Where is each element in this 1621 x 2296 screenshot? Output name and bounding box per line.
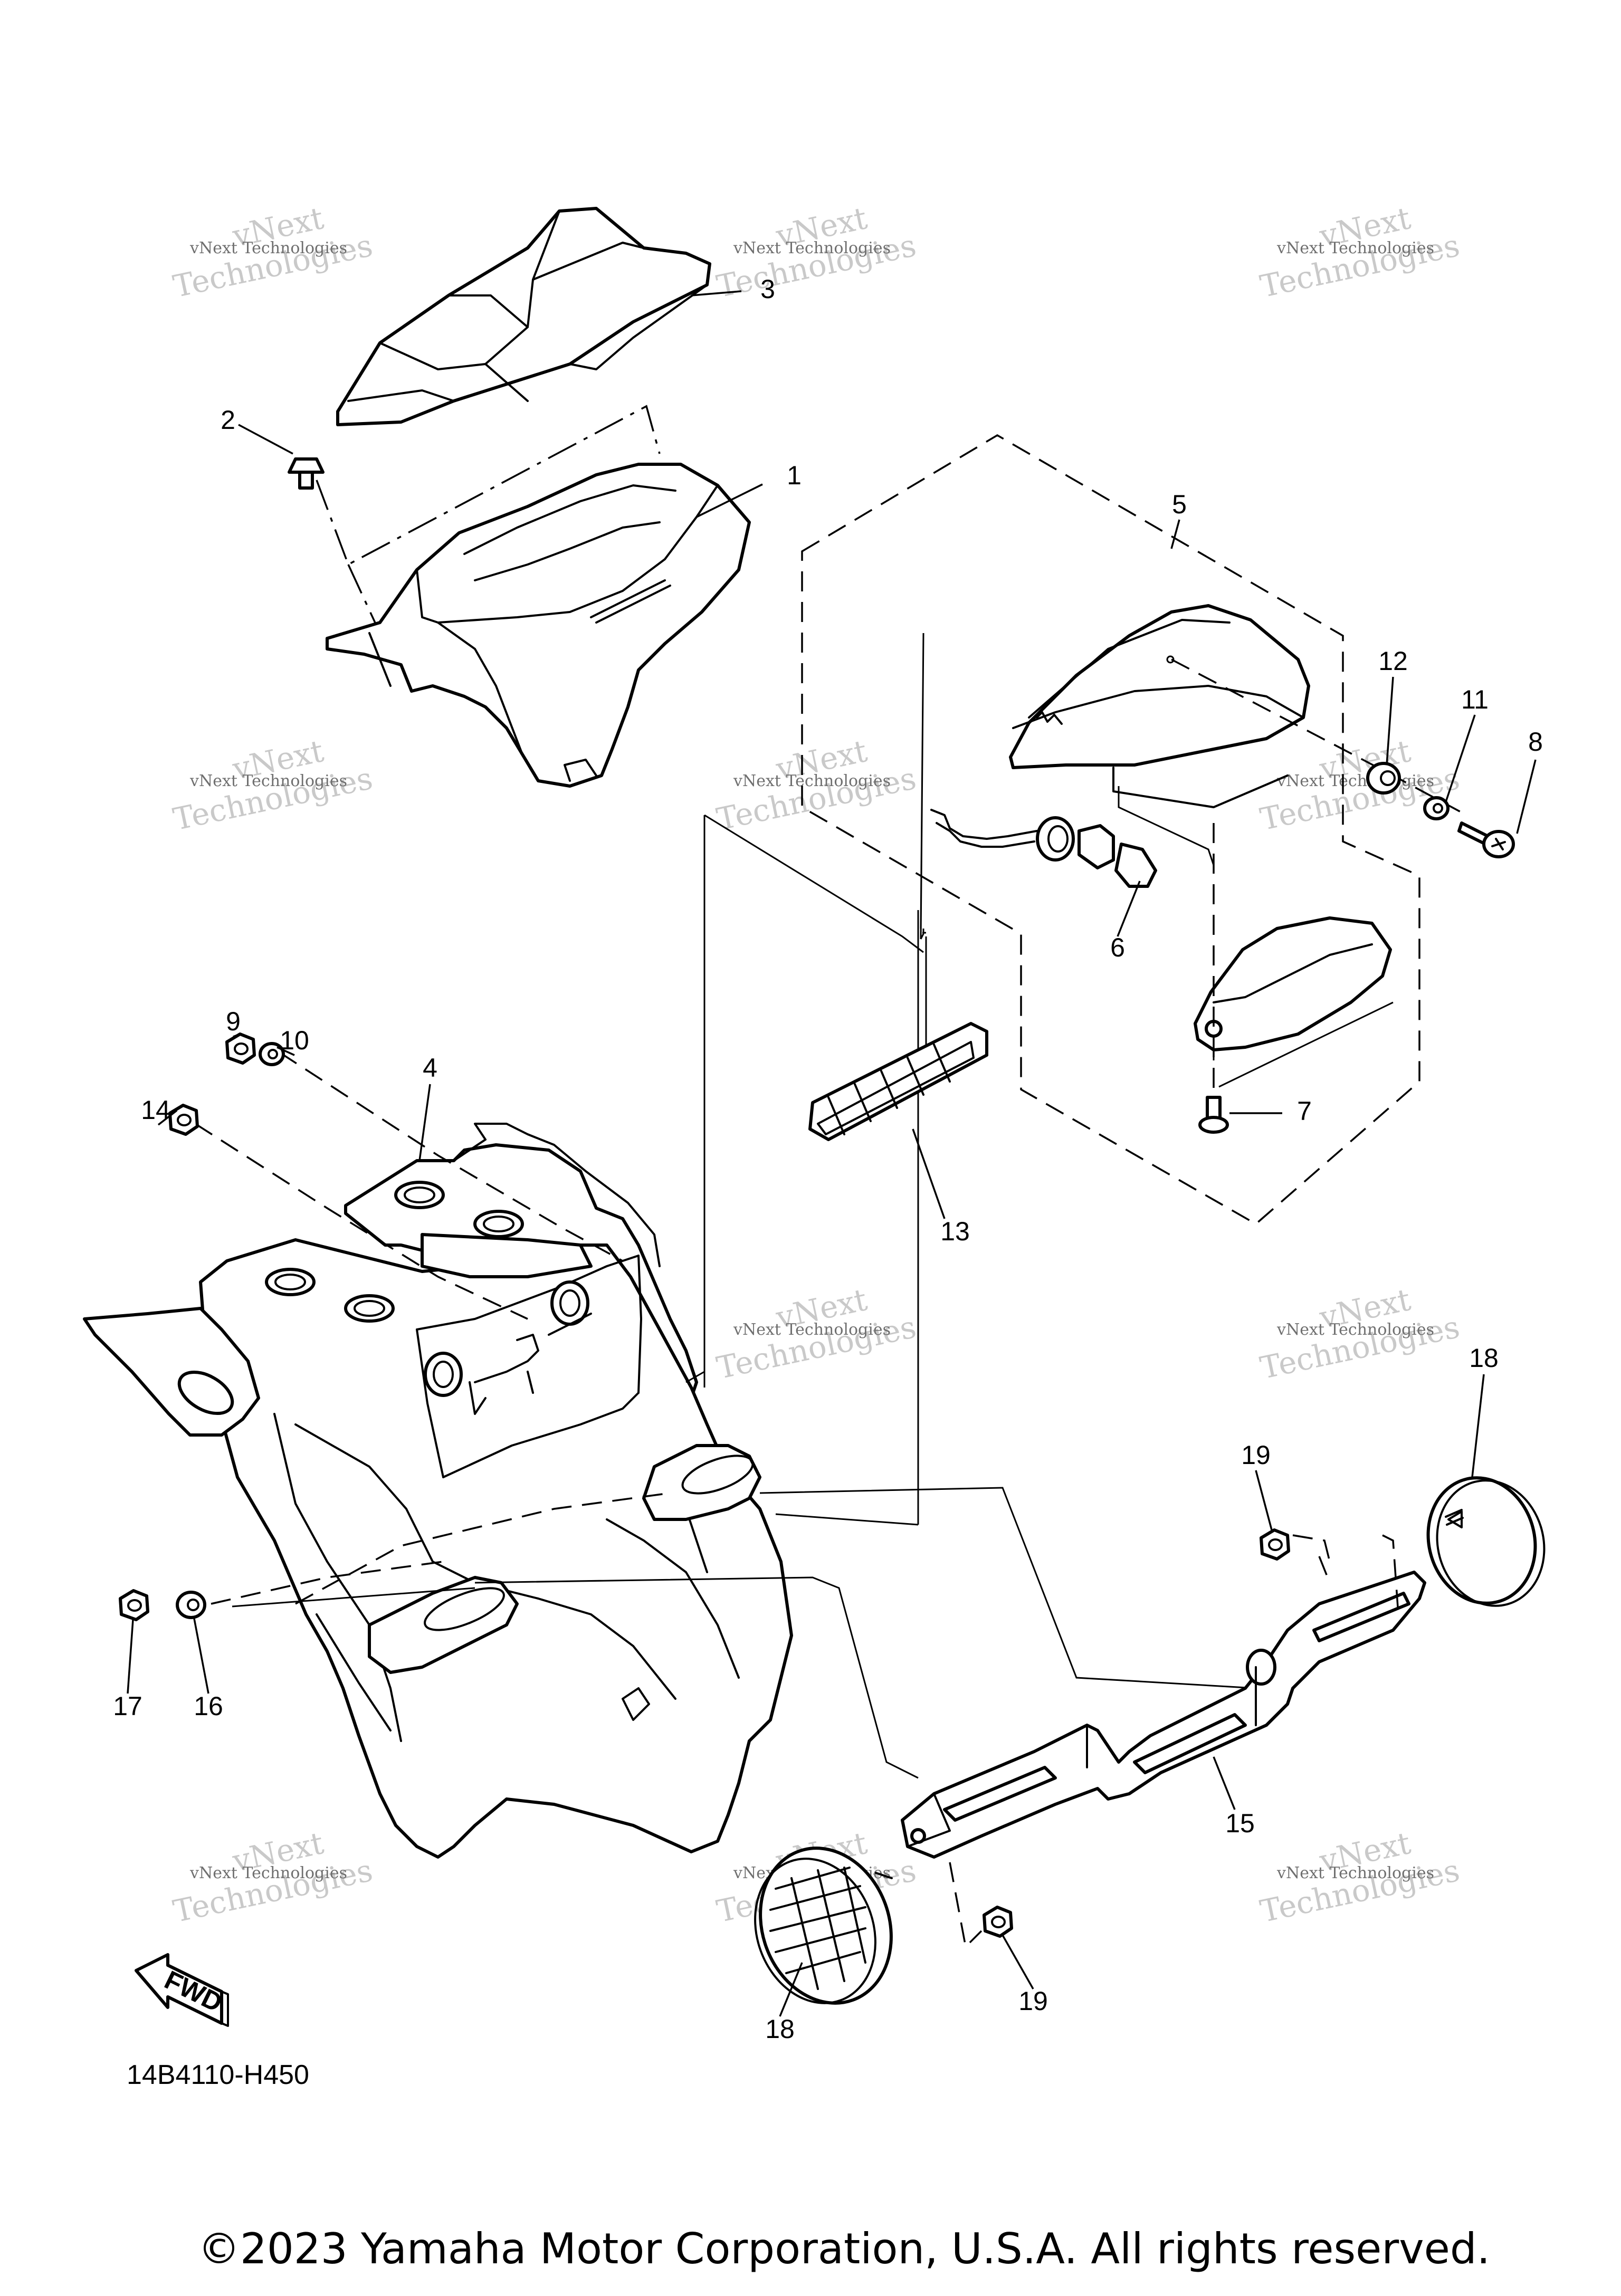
diagram-code: 14B4110-H450 <box>127 2060 309 2090</box>
part-7-screw <box>1198 1096 1229 1134</box>
part-4-rear-fender <box>83 1123 793 1859</box>
assembly-line-2b <box>347 564 381 634</box>
callout-c12: 12 <box>1378 646 1408 676</box>
bracket-wire <box>1118 786 1215 866</box>
callout-c7: 7 <box>1297 1096 1312 1126</box>
part-19-nut-lower <box>949 1862 1013 1949</box>
callout-c15: 15 <box>1225 1809 1255 1838</box>
callout-c11: 11 <box>1461 685 1489 714</box>
watermark-small: vNext Technologies <box>733 1321 891 1339</box>
part-3-seat-cowl <box>336 207 711 426</box>
part-18-reflector-right <box>1426 1476 1546 1607</box>
assembly-6-outline <box>920 633 927 1055</box>
part-2-screw <box>288 457 325 490</box>
part-1-rear-cowl <box>326 463 751 788</box>
callout-c18a: 18 <box>1469 1343 1499 1373</box>
callout-c16: 16 <box>194 1691 223 1721</box>
part-13-reflector <box>808 1022 988 1141</box>
part-5-tail-light-housing <box>1194 916 1392 1051</box>
callout-c3: 3 <box>760 274 775 304</box>
watermark-small: vNext Technologies <box>733 239 891 257</box>
callout-c2: 2 <box>221 405 235 435</box>
copyright-notice: ©2023 Yamaha Motor Corporation, U.S.A. A… <box>198 2224 1490 2273</box>
callout-c4: 4 <box>423 1053 437 1083</box>
lead-line-13 <box>703 1372 919 1526</box>
watermark-small: vNext Technologies <box>189 772 347 790</box>
fwd-arrow-icon: FWD <box>135 1953 229 2027</box>
callout-c9: 9 <box>226 1007 241 1036</box>
part-8-bolt <box>1457 821 1515 858</box>
fastener-axis-9-10 <box>279 1051 623 1262</box>
part-6-bulb-socket <box>930 809 1157 888</box>
callout-c14: 14 <box>141 1095 170 1125</box>
assembly-5-boundary <box>801 434 1420 1226</box>
callout-c1: 1 <box>787 461 802 490</box>
lead-line-15-a <box>474 1576 919 1779</box>
assembly-line-2 <box>316 405 661 566</box>
callout-c17: 17 <box>113 1691 142 1721</box>
part-5-tail-light-lens <box>1009 604 1310 808</box>
part-9-nut <box>225 1032 256 1065</box>
lead-line-15-b <box>759 1487 1256 1689</box>
callout-c8: 8 <box>1528 727 1543 757</box>
lens-link <box>1213 1001 1394 1088</box>
part-18-reflector-left <box>754 1847 893 2005</box>
lead-line-4-13 <box>685 1371 705 1383</box>
callout-c13: 13 <box>940 1217 970 1246</box>
part-17-nut <box>119 1589 149 1621</box>
watermark-small: vNext Technologies <box>733 772 891 790</box>
fastener-axis-14 <box>195 1123 528 1320</box>
watermark-small: vNext Technologies <box>1276 772 1434 790</box>
callout-c10: 10 <box>280 1026 309 1055</box>
watermark-small: vNext Technologies <box>1276 1321 1434 1339</box>
callout-c6: 6 <box>1110 933 1125 962</box>
watermark-small: vNext Technologies <box>189 239 347 257</box>
callout-c18b: 18 <box>765 2014 795 2044</box>
part-16-washer <box>176 1591 206 1619</box>
callout-c19b: 19 <box>1018 1986 1048 2016</box>
fastener-axis-15-tube <box>295 1492 671 1605</box>
part-11-washer <box>1423 796 1450 820</box>
callout-c5: 5 <box>1172 490 1187 519</box>
watermark-small: vNext Technologies <box>1276 239 1434 257</box>
part-15-reflector-bracket <box>901 1534 1426 1859</box>
watermark-small: vNext Technologies <box>189 1864 347 1882</box>
lead-line-16-17 <box>232 1587 475 1608</box>
part-19-nut-upper <box>1260 1528 1331 1562</box>
part-14-nut <box>168 1104 199 1136</box>
callout-c19a: 19 <box>1241 1440 1271 1470</box>
assembly-13-outline <box>703 814 924 1525</box>
part-12-grommet <box>1366 762 1401 795</box>
fastener-axis-16-17 <box>211 1561 444 1605</box>
callout-leaders <box>127 290 1537 2017</box>
watermark-small: vNext Technologies <box>1276 1864 1434 1882</box>
part-10-washer <box>259 1042 285 1066</box>
